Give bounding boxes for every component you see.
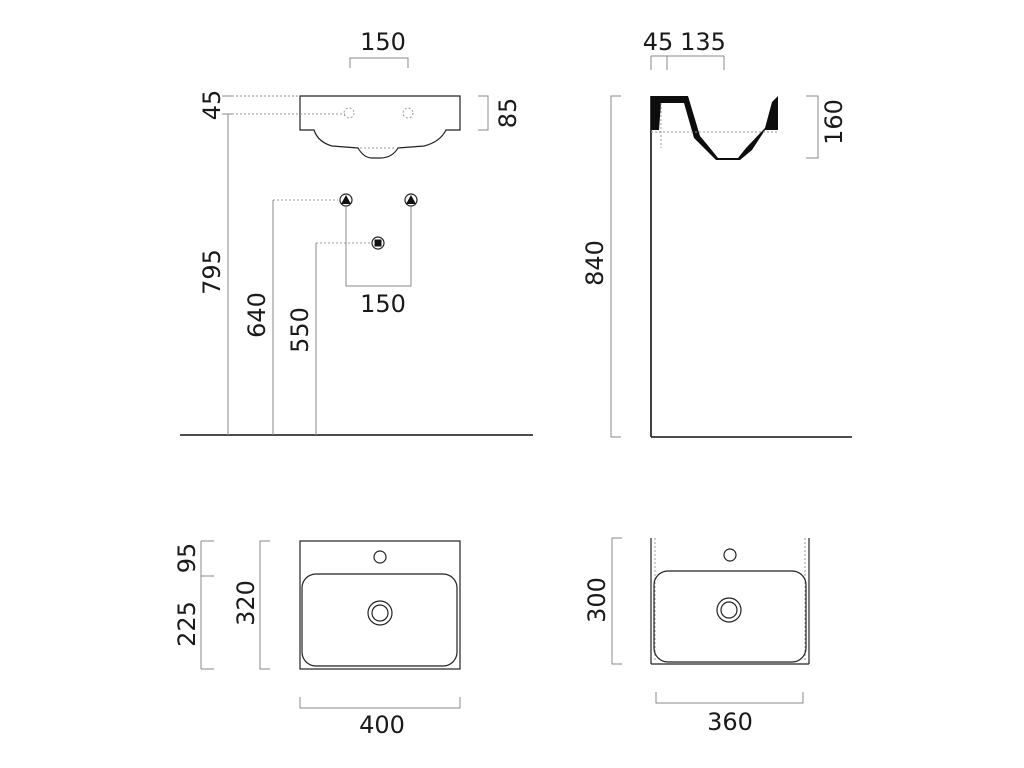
plan-view-large: 320 95 225 400: [173, 540, 461, 739]
dim-plan-width-small: 360: [655, 692, 804, 736]
side-elevation: 45 135 160 840: [581, 28, 852, 438]
dim-total-height-label: 840: [581, 240, 609, 286]
dim-rear-deck-label: 95: [173, 543, 201, 574]
dim-plan-depth-small: 300: [583, 537, 622, 665]
supply-inlet-left-icon: [339, 193, 353, 207]
dim-total-height: 840: [581, 95, 621, 438]
plan-view-small: 300 360: [583, 537, 810, 736]
dim-plan-depth-label: 320: [232, 580, 260, 626]
drain-icon-small: [716, 597, 742, 623]
dim-plan-width: 400: [299, 697, 461, 739]
dim-waste-height-label: 550: [286, 307, 314, 353]
dim-basin-offset-label: 45: [198, 90, 226, 121]
basin-plan-outline: [299, 540, 461, 670]
basin-front-outline: [299, 95, 461, 159]
dim-basin-offset: 45: [198, 90, 345, 121]
dim-plan-depth-small-label: 300: [583, 577, 611, 623]
dim-basin-height-label: 85: [494, 98, 522, 129]
dim-supply-height-label: 640: [243, 292, 271, 338]
dim-wall-offset-and-tap: 45 135: [643, 28, 726, 70]
bowl-plan-outline-small: [653, 570, 807, 663]
tap-hole-icon-small: [723, 548, 737, 562]
dim-tap-distance-label: 135: [680, 28, 726, 56]
dim-bowl-depth-plan: 225: [173, 576, 214, 670]
dim-wall-offset-label: 45: [643, 28, 674, 56]
dim-tap-spacing-top: 150: [349, 28, 409, 68]
dim-plan-width-label: 400: [359, 711, 405, 739]
basin-section: [651, 96, 778, 160]
drain-icon: [367, 600, 393, 626]
dim-waste-height: 550: [286, 242, 370, 435]
dim-bowl-depth-side: 160: [806, 95, 848, 159]
dim-rear-deck: 95: [173, 540, 214, 577]
waste-outlet-icon: [371, 236, 385, 250]
dim-plan-depth: 320: [232, 540, 270, 670]
dim-tap-spacing-top-label: 150: [360, 28, 406, 56]
dim-basin-height: 85: [478, 95, 522, 131]
dim-bowl-depth-plan-label: 225: [173, 601, 201, 647]
dim-plan-width-small-label: 360: [707, 708, 753, 736]
bowl-plan-outline: [301, 573, 458, 667]
dim-supply-spacing: 150: [345, 207, 412, 318]
dim-bowl-depth-side-label: 160: [820, 99, 848, 145]
tap-hole-icon: [373, 550, 387, 564]
dim-rim-height: 795: [198, 114, 229, 435]
dim-rim-height-label: 795: [198, 249, 226, 295]
dim-supply-height: 640: [243, 199, 338, 435]
dim-supply-spacing-label: 150: [360, 290, 406, 318]
supply-inlet-right-icon: [404, 193, 418, 207]
front-elevation: 150 45 85 795: [180, 28, 533, 436]
